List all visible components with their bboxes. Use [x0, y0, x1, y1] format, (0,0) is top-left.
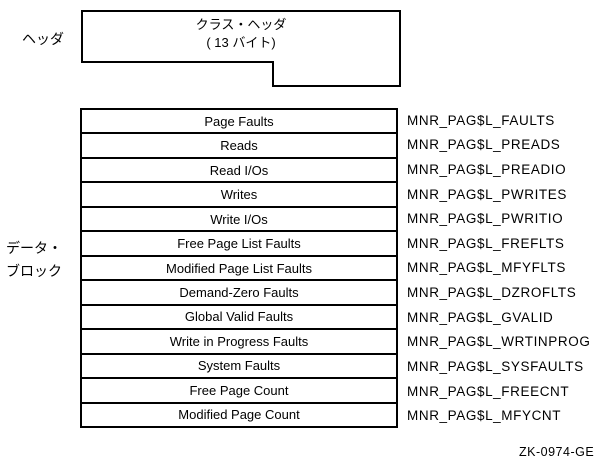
field-cell: Global Valid Faults	[82, 303, 396, 328]
symbol-column: MNR_PAG$L_FAULTS MNR_PAG$L_PREADS MNR_PAG$…	[407, 108, 590, 428]
symbol-label: MNR_PAG$L_GVALID	[407, 309, 554, 325]
class-header-title: クラス・ヘッダ	[195, 17, 287, 32]
field-cell: System Faults	[82, 352, 396, 377]
symbol-label: MNR_PAG$L_FAULTS	[407, 112, 555, 128]
figure-id: ZK-0974-GE	[519, 445, 595, 459]
field-cell: Reads	[82, 132, 396, 156]
symbol-label: MNR_PAG$L_DZROFLTS	[407, 285, 577, 301]
symbol-label: MNR_PAG$L_FREECNT	[407, 383, 570, 399]
data-block-label-line2: ブロック	[6, 263, 62, 279]
field-cell: Read I/Os	[82, 156, 396, 181]
class-header-size: ( 13 バイト)	[206, 35, 276, 50]
field-cell: Free Page List Faults	[82, 230, 396, 254]
symbol-label: MNR_PAG$L_MFYCNT	[407, 408, 562, 424]
symbol-label: MNR_PAG$L_SYSFAULTS	[407, 358, 584, 374]
symbol-label: MNR_PAG$L_MFYFLTS	[407, 260, 566, 276]
field-cell: Demand-Zero Faults	[82, 279, 396, 303]
symbol-label: MNR_PAG$L_WRTINPROG	[407, 334, 591, 350]
symbol-label: MNR_PAG$L_PREADS	[407, 137, 561, 153]
header-side-label: ヘッダ	[22, 31, 64, 47]
field-cell: Write in Progress Faults	[82, 328, 396, 352]
field-cell: Page Faults	[204, 113, 274, 129]
data-block-side-label: データ・ ブロック	[6, 237, 78, 283]
data-block-label-line1: データ・	[6, 240, 62, 256]
field-cell: Writes	[82, 181, 396, 205]
field-cell: Free Page Count	[82, 377, 396, 401]
field-cell: Modified Page Count	[82, 401, 396, 426]
symbol-label: MNR_PAG$L_PREADIO	[407, 162, 567, 178]
symbol-label: MNR_PAG$L_PWRITIO	[407, 211, 564, 227]
symbol-label: MNR_PAG$L_PWRITES	[407, 186, 567, 202]
class-header-box: クラス・ヘッダ ( 13 バイト)	[82, 16, 400, 52]
field-cell: Modified Page List Faults	[82, 254, 396, 279]
field-cell: Write I/Os	[82, 205, 396, 230]
symbol-label: MNR_PAG$L_FREFLTS	[407, 235, 565, 251]
